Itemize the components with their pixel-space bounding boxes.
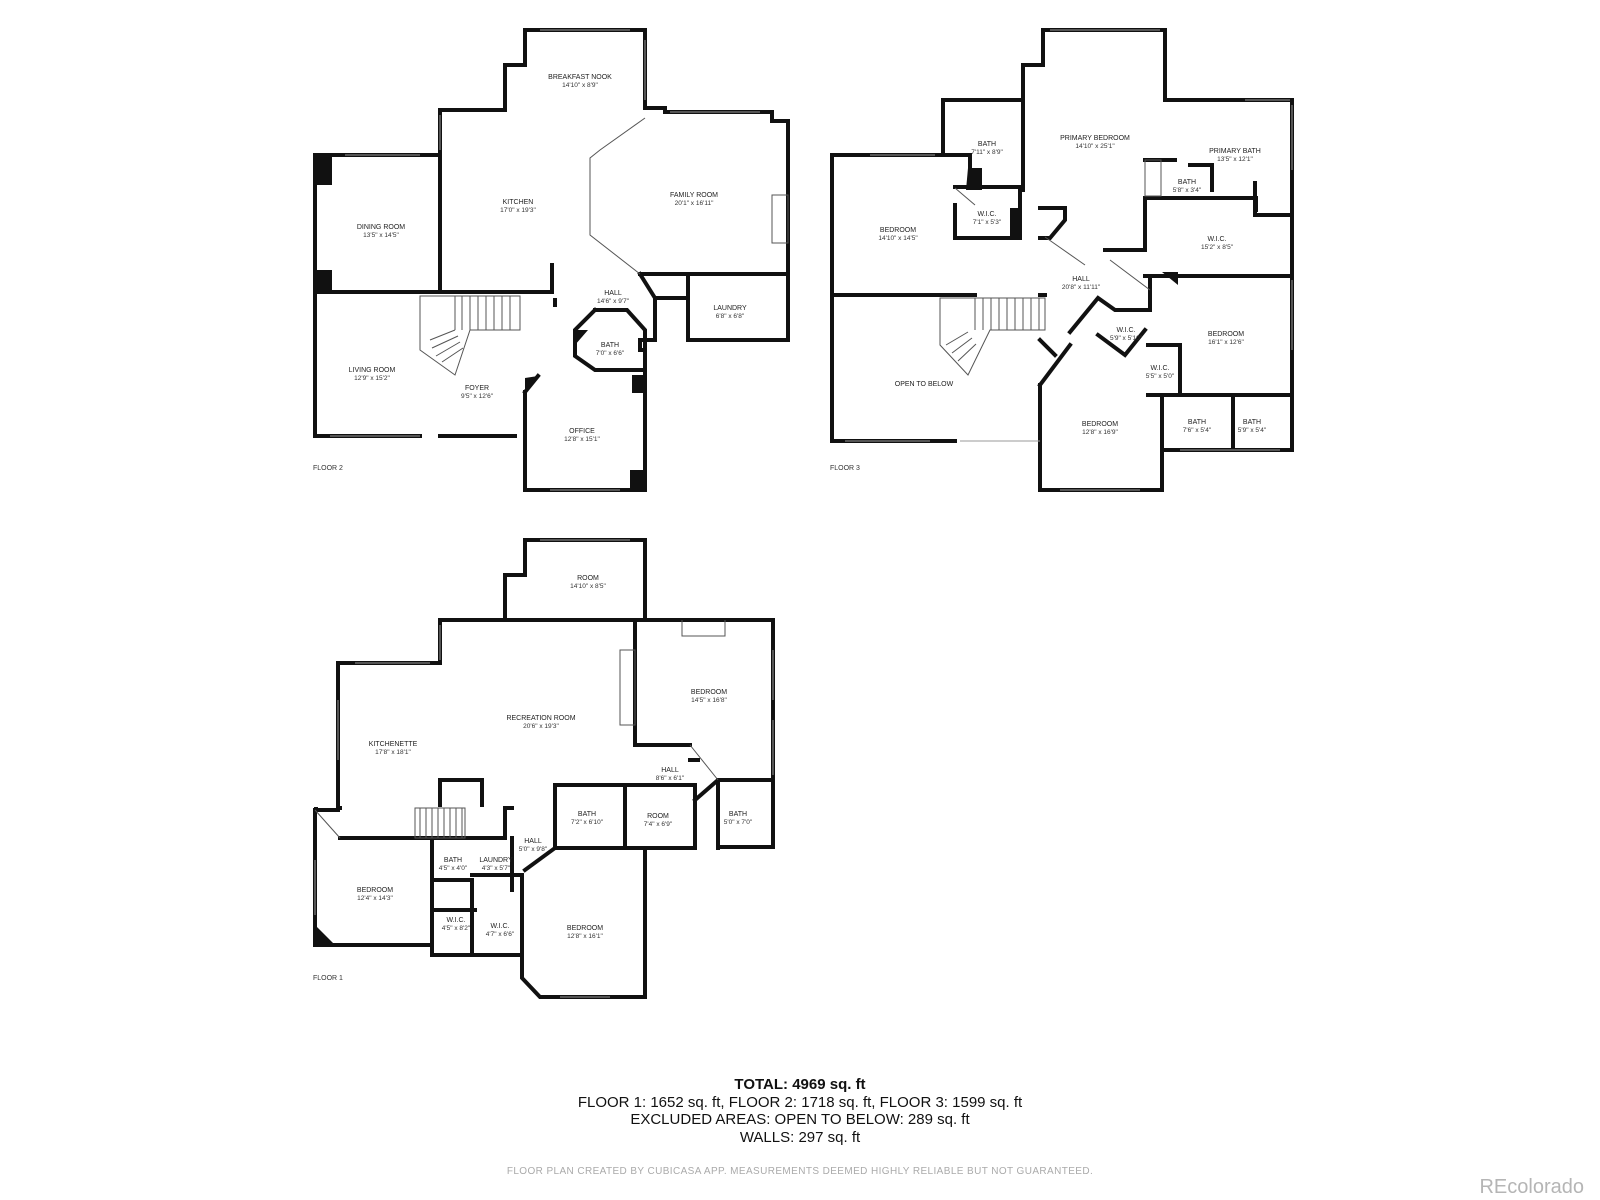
room-name: W.I.C. [1116, 327, 1135, 334]
room-name: LAUNDRY [479, 857, 513, 864]
excluded-areas: EXCLUDED AREAS: OPEN TO BELOW: 289 sq. f… [630, 1111, 970, 1128]
room-dim: 7'4" x 6'9" [644, 821, 673, 828]
floor-1-labels: ROOM 14'10" x 8'5" BEDROOM 14'5" x 16'8"… [313, 575, 753, 982]
room-dim: 5'0" x 7'0" [724, 819, 753, 826]
room-name: BEDROOM [880, 227, 916, 234]
room-dim: 14'10" x 8'5" [570, 583, 606, 590]
floor-3-labels: BATH 7'11" x 8'9" PRIMARY BEDROOM 14'10"… [830, 135, 1267, 472]
room-dim: 14'6" x 9'7" [597, 298, 630, 305]
room-dim: 17'0" x 19'3" [500, 207, 536, 214]
room-dim: 12'8" x 16'1" [567, 933, 603, 940]
room-dim: 15'2" x 8'5" [1201, 244, 1234, 251]
room-dim: 5'5" x 5'0" [1146, 373, 1175, 380]
room-name: HALL [604, 290, 622, 297]
room-dim: 4'5" x 4'0" [439, 865, 468, 872]
room-name: LIVING ROOM [349, 367, 396, 374]
room-dim: 7'11" x 8'9" [971, 149, 1003, 156]
room-name: BATH [978, 141, 996, 148]
area-summary: TOTAL: 4969 sq. ft FLOOR 1: 1652 sq. ft,… [0, 1076, 1600, 1146]
room-name: BEDROOM [567, 925, 603, 932]
room-dim: 14'10" x 14'5" [878, 235, 918, 242]
room-dim: 5'9" x 5'10" [1110, 335, 1143, 342]
room-name: KITCHEN [503, 199, 534, 206]
room-name: PRIMARY BEDROOM [1060, 135, 1130, 142]
room-name: BATH [1188, 419, 1206, 426]
room-dim: 12'9" x 15'2" [354, 375, 390, 382]
room-dim: 12'4" x 14'3" [357, 895, 393, 902]
total-area: TOTAL: 4969 sq. ft [734, 1076, 866, 1093]
room-name: BATH [601, 342, 619, 349]
room-dim: 5'9" x 5'4" [1238, 427, 1267, 434]
room-name: DINING ROOM [357, 224, 405, 231]
walls-area: WALLS: 297 sq. ft [739, 1128, 861, 1146]
room-dim: 20'6" x 19'3" [523, 723, 559, 730]
room-name: ROOM [577, 575, 599, 582]
room-dim: 4'3" x 5'7" [482, 865, 511, 872]
room-name: BEDROOM [1208, 331, 1244, 338]
room-name: HALL [1072, 276, 1090, 283]
room-dim: 7'1" x 5'3" [973, 219, 1002, 226]
floor-2-plan [313, 28, 790, 492]
floor-2-labels: BREAKFAST NOOK 14'10" x 8'9" KITCHEN 17'… [313, 74, 747, 472]
room-dim: 6'8" x 6'8" [716, 313, 745, 320]
room-dim: 20'1" x 16'11" [675, 200, 714, 207]
floor-areas: FLOOR 1: 1652 sq. ft, FLOOR 2: 1718 sq. … [577, 1093, 1023, 1111]
room-dim: 5'8" x 3'4" [1173, 187, 1202, 194]
room-name: W.I.C. [977, 211, 996, 218]
room-name: BEDROOM [357, 887, 393, 894]
room-name: HALL [524, 838, 542, 845]
room-dim: 12'8" x 16'9" [1082, 429, 1118, 436]
room-name: BATH [578, 811, 596, 818]
room-name: BATH [1178, 179, 1196, 186]
room-name: RECREATION ROOM [506, 715, 575, 722]
floor-3-plan [830, 28, 1294, 492]
room-name: W.I.C. [1207, 236, 1226, 243]
room-name: BATH [1243, 419, 1261, 426]
room-dim: 13'5" x 12'1" [1217, 156, 1253, 163]
room-dim: 14'10" x 8'9" [562, 82, 598, 89]
room-name: W.I.C. [1150, 365, 1169, 372]
room-dim: 17'8" x 18'1" [375, 749, 411, 756]
room-dim: 12'8" x 15'1" [564, 436, 600, 443]
room-name: W.I.C. [490, 923, 509, 930]
room-dim: 4'5" x 8'2" [442, 925, 471, 932]
room-name: BREAKFAST NOOK [548, 74, 612, 81]
room-name: W.I.C. [446, 917, 465, 924]
room-dim: 13'5" x 14'5" [363, 232, 399, 239]
room-name: FAMILY ROOM [670, 192, 718, 199]
floor-1-plan [313, 538, 775, 999]
room-dim: 14'10" x 25'1" [1075, 143, 1115, 150]
room-name: BATH [444, 857, 462, 864]
room-name: PRIMARY BATH [1209, 148, 1261, 155]
room-dim: 7'6" x 5'4" [1183, 427, 1212, 434]
room-name: BATH [729, 811, 747, 818]
room-name: BEDROOM [691, 689, 727, 696]
room-name: OPEN TO BELOW [895, 381, 954, 388]
room-name: OFFICE [569, 428, 595, 435]
disclaimer: FLOOR PLAN CREATED BY CUBICASA APP. MEAS… [506, 1166, 1094, 1177]
room-name: KITCHENETTE [369, 741, 418, 748]
room-dim: 7'0" x 6'6" [596, 350, 625, 357]
room-dim: 9'5" x 12'6" [461, 393, 494, 400]
recolorado-logo: REcolorado [1479, 1176, 1584, 1198]
room-name: LAUNDRY [713, 305, 747, 312]
room-dim: 14'5" x 16'8" [691, 697, 727, 704]
floor-label: FLOOR 3 [830, 465, 860, 472]
room-name: FOYER [465, 385, 489, 392]
room-dim: 8'6" x 6'1" [656, 775, 685, 782]
room-dim: 4'7" x 6'6" [486, 931, 515, 938]
floor-label: FLOOR 2 [313, 465, 343, 472]
floor-label: FLOOR 1 [313, 975, 343, 982]
room-dim: 16'1" x 12'6" [1208, 339, 1244, 346]
room-dim: 20'8" x 11'11" [1062, 284, 1101, 291]
room-name: HALL [661, 767, 679, 774]
room-dim: 5'0" x 9'8" [519, 846, 548, 853]
room-name: BEDROOM [1082, 421, 1118, 428]
room-name: ROOM [647, 813, 669, 820]
room-dim: 7'2" x 6'10" [571, 819, 604, 826]
